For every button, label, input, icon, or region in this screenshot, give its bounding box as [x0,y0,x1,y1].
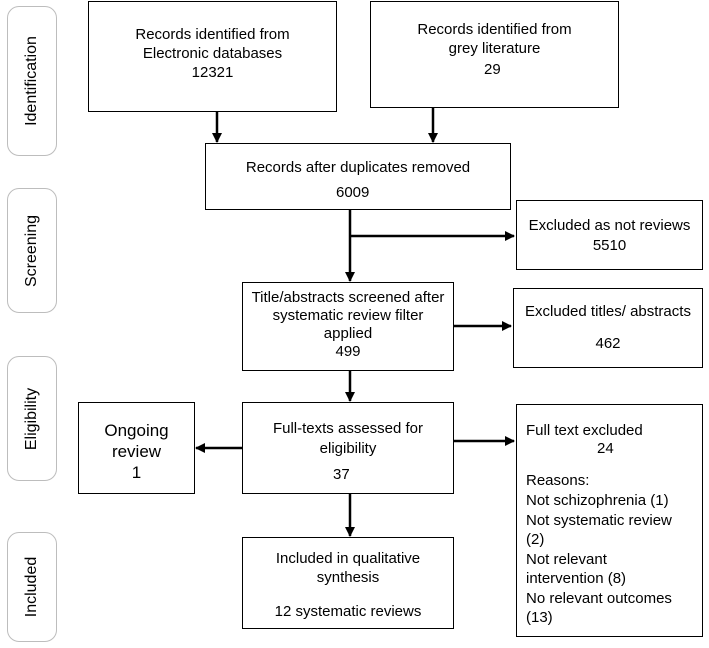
screened-line2: systematic review filter [272,307,424,324]
box-fulltext-assessed: Full-texts assessed for eligibility 37 [242,402,454,494]
excluded-titles-count: 462 [595,335,621,352]
box-databases: Records identified from Electronic datab… [88,1,337,112]
box-fulltext-excluded: Full text excluded 24 Reasons: Not schiz… [516,404,703,637]
grey-line2: grey literature [448,40,541,57]
databases-line1: Records identified from [135,26,290,43]
box-grey-literature: Records identified from grey literature … [370,1,619,108]
box-included: Included in qualitative synthesis 12 sys… [242,537,454,629]
stage-identification: Identification [7,6,57,156]
reason-line: Not schizophrenia (1) [526,492,669,509]
box-ongoing-review: Ongoing review 1 [78,402,195,494]
screened-line3: applied [323,325,373,342]
reason-line: Not systematic review [526,512,672,529]
databases-count: 12321 [191,64,234,81]
not-reviews-count: 5510 [592,237,627,254]
ongoing-line1: Ongoing [104,421,169,440]
fulltext-count: 37 [333,466,350,483]
fulltext-excluded-count: 24 [597,440,614,457]
grey-count: 29 [484,61,501,78]
ongoing-line2: review [111,442,162,461]
reason-line: (2) [526,531,545,548]
dedup-count: 6009 [336,184,370,201]
not-reviews-line1: Excluded as not reviews [528,217,691,234]
reason-line: intervention (8) [526,570,627,587]
ongoing-count: 1 [131,463,142,482]
included-count: 12 systematic reviews [274,603,422,620]
stage-eligibility: Eligibility [7,356,57,481]
fulltext-line1: Full-texts assessed for [272,420,424,437]
stage-screening: Screening [7,188,57,313]
box-excluded-titles: Excluded titles/ abstracts 462 [513,288,703,368]
included-line2: synthesis [316,569,380,586]
box-excluded-not-reviews: Excluded as not reviews 5510 [516,200,703,270]
reason-line: No relevant outcomes [526,590,672,607]
dedup-line1: Records after duplicates removed [245,159,471,176]
reason-line: (13) [526,609,553,626]
grey-line1: Records identified from [417,21,572,38]
fulltext-excluded-line1: Full text excluded [526,422,643,439]
databases-line2: Electronic databases [142,45,283,62]
screened-line1: Title/abstracts screened after [251,289,445,306]
reasons-label: Reasons: [526,472,590,489]
box-titles-screened: Title/abstracts screened after systemati… [242,282,454,371]
included-line1: Included in qualitative [275,550,421,567]
fulltext-line2: eligibility [319,440,377,457]
stage-included: Included [7,532,57,642]
screened-count: 499 [335,343,361,360]
excluded-titles-line1: Excluded titles/ abstracts [525,303,691,320]
box-duplicates-removed: Records after duplicates removed 6009 [205,143,511,210]
reason-line: Not relevant [526,551,607,568]
